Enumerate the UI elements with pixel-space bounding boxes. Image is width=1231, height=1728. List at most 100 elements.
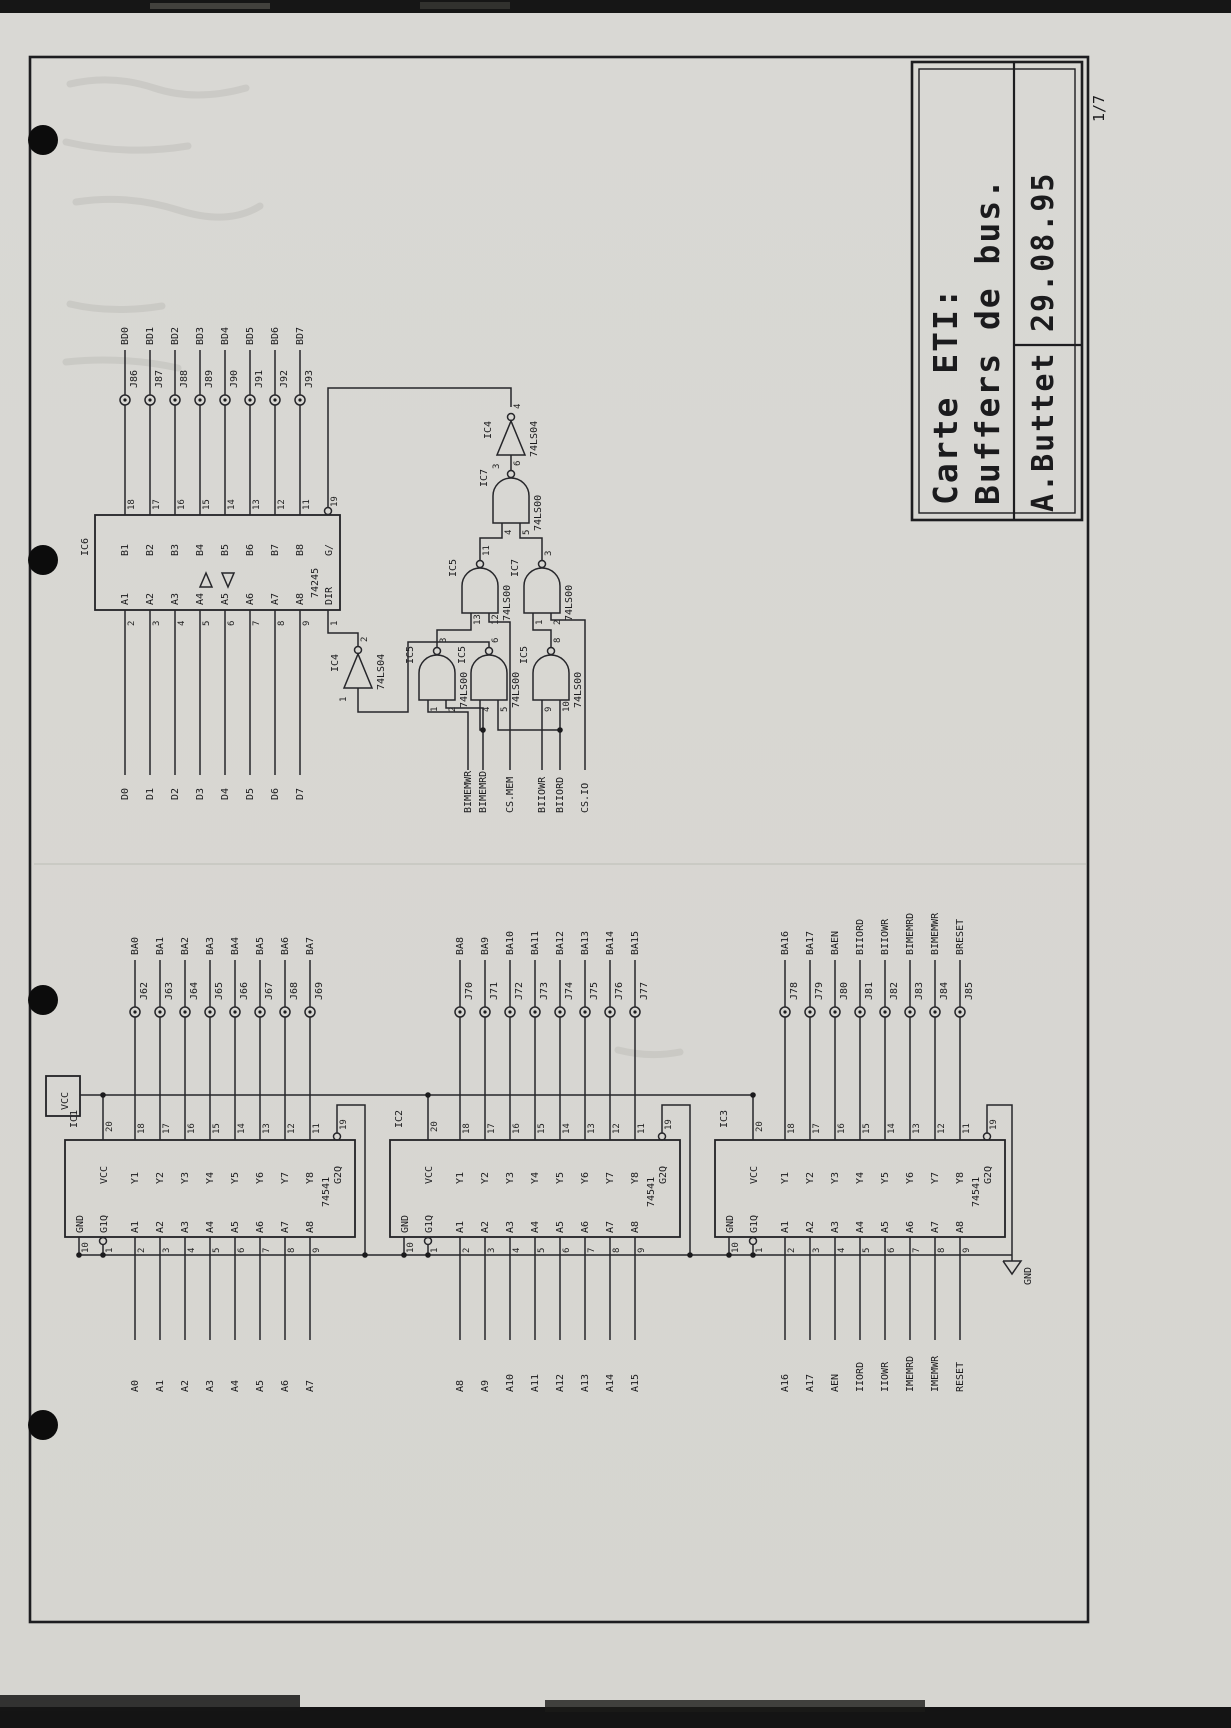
pin-number: 13: [262, 1123, 272, 1134]
pin-number: 7: [262, 1248, 272, 1253]
junction-dot: [76, 1252, 82, 1258]
pin-number: 4: [187, 1248, 197, 1253]
connector-label: J71: [489, 982, 500, 1000]
pin-number: 17: [152, 499, 162, 510]
pin-label: G2Q: [983, 1166, 994, 1184]
connector-label: J79: [814, 982, 825, 1000]
pin-number: 12: [277, 499, 287, 510]
signal-label: IIOWR: [880, 1361, 891, 1392]
sheet-frame: [28, 55, 1090, 1624]
active-low-bubble: [484, 646, 494, 656]
gate-part: 74LS00: [459, 672, 470, 708]
pin-number: 14: [227, 499, 237, 510]
pin-number: 13: [473, 614, 483, 625]
scan-artifact: [0, 1695, 300, 1711]
connector-pad-center: [183, 1010, 187, 1014]
pin-label: A5: [220, 593, 231, 605]
pin-number: 8: [553, 638, 563, 643]
punch-hole: [28, 125, 58, 155]
active-low-bubble: [982, 1132, 992, 1141]
active-low-bubble: [475, 559, 485, 569]
pin-label: Y4: [855, 1172, 866, 1184]
junction-dot: [480, 727, 486, 733]
pin-number: 7: [912, 1248, 922, 1253]
pin-number: 15: [862, 1123, 872, 1134]
pin-number: 13: [912, 1123, 922, 1134]
pin-label: A1: [130, 1221, 141, 1233]
pin-label: G/: [324, 544, 335, 556]
active-low-bubble: [353, 645, 363, 655]
signal-label: A4: [230, 1380, 241, 1392]
signal-label: A14: [605, 1374, 616, 1392]
connector-label: J81: [864, 982, 875, 1000]
connector-pad-center: [223, 398, 227, 402]
pin-label: B8: [295, 544, 306, 556]
connector-pad-center: [883, 1010, 887, 1014]
bus-label: BD1: [145, 327, 156, 345]
connector-pad-center: [148, 398, 152, 402]
bus-label: BA16: [780, 931, 791, 955]
pin-number: 1: [330, 621, 340, 626]
drawing-title-line1: Carte ETI:: [926, 286, 965, 505]
pin-label: Y2: [155, 1172, 166, 1184]
connector-pad-center: [558, 1010, 562, 1014]
pin-number: 1: [430, 1248, 440, 1253]
pin-label: Y1: [455, 1172, 466, 1184]
pin-number: 15: [202, 499, 212, 510]
connector-pad-center: [173, 398, 177, 402]
nand-gate: [492, 477, 530, 524]
pin-label: A7: [605, 1221, 616, 1233]
junction-dot: [726, 1252, 732, 1258]
pin-number: 3: [152, 621, 162, 626]
connector-label: J77: [639, 982, 650, 1000]
gate-part: 74LS00: [564, 585, 575, 621]
signal-label: A1: [155, 1380, 166, 1392]
pin-label: B5: [220, 544, 231, 556]
connector-pad-center: [308, 1010, 312, 1014]
pin-number: 1: [430, 707, 440, 712]
gate-ref: IC5: [448, 559, 459, 577]
pin-number: 2: [787, 1248, 797, 1253]
connector-label: J85: [964, 982, 975, 1000]
connector-label: J70: [464, 982, 475, 1000]
inverter-gate: [342, 652, 374, 689]
junction-dot: [362, 1252, 368, 1258]
connector-label: J66: [239, 982, 250, 1000]
pin-label: A8: [305, 1221, 316, 1233]
pin-number: 18: [462, 1123, 472, 1134]
wire: [427, 700, 469, 770]
connector-label: J89: [204, 370, 215, 388]
pin-number: 19: [330, 496, 340, 507]
gate-ref: IC5: [519, 646, 530, 664]
gate-part: 74LS00: [573, 672, 584, 708]
pin-label: Y2: [805, 1172, 816, 1184]
pin-number: 4: [513, 404, 523, 409]
pencil-smudge: [62, 356, 182, 372]
connector-pad-center: [198, 398, 202, 402]
pin-number: 1: [105, 1248, 115, 1253]
pin-number: 18: [127, 499, 137, 510]
connector-pad-center: [208, 1010, 212, 1014]
title-block-inner-border: [918, 68, 1076, 514]
pin-label: B1: [120, 544, 131, 556]
connector-pad-center: [783, 1010, 787, 1014]
connector-label: J76: [614, 982, 625, 1000]
connector-label: J90: [229, 370, 240, 388]
bus-label: BA11: [530, 931, 541, 955]
wire: [327, 387, 512, 507]
signal-label: D0: [120, 788, 131, 800]
pin-number: 20: [755, 1121, 765, 1132]
signal-label: D5: [245, 788, 256, 800]
pin-number: 8: [937, 1248, 947, 1253]
bus-label: BA2: [180, 937, 191, 955]
pin-number: 17: [162, 1123, 172, 1134]
gate-part: 74LS00: [502, 585, 513, 621]
signal-label: D2: [170, 788, 181, 800]
scan-artifact: [545, 1700, 925, 1712]
connector-pad-center: [833, 1010, 837, 1014]
bus-label: BA12: [555, 931, 566, 955]
signal-label: D1: [145, 788, 156, 800]
wire: [479, 523, 503, 560]
pin-label: Y4: [205, 1172, 216, 1184]
